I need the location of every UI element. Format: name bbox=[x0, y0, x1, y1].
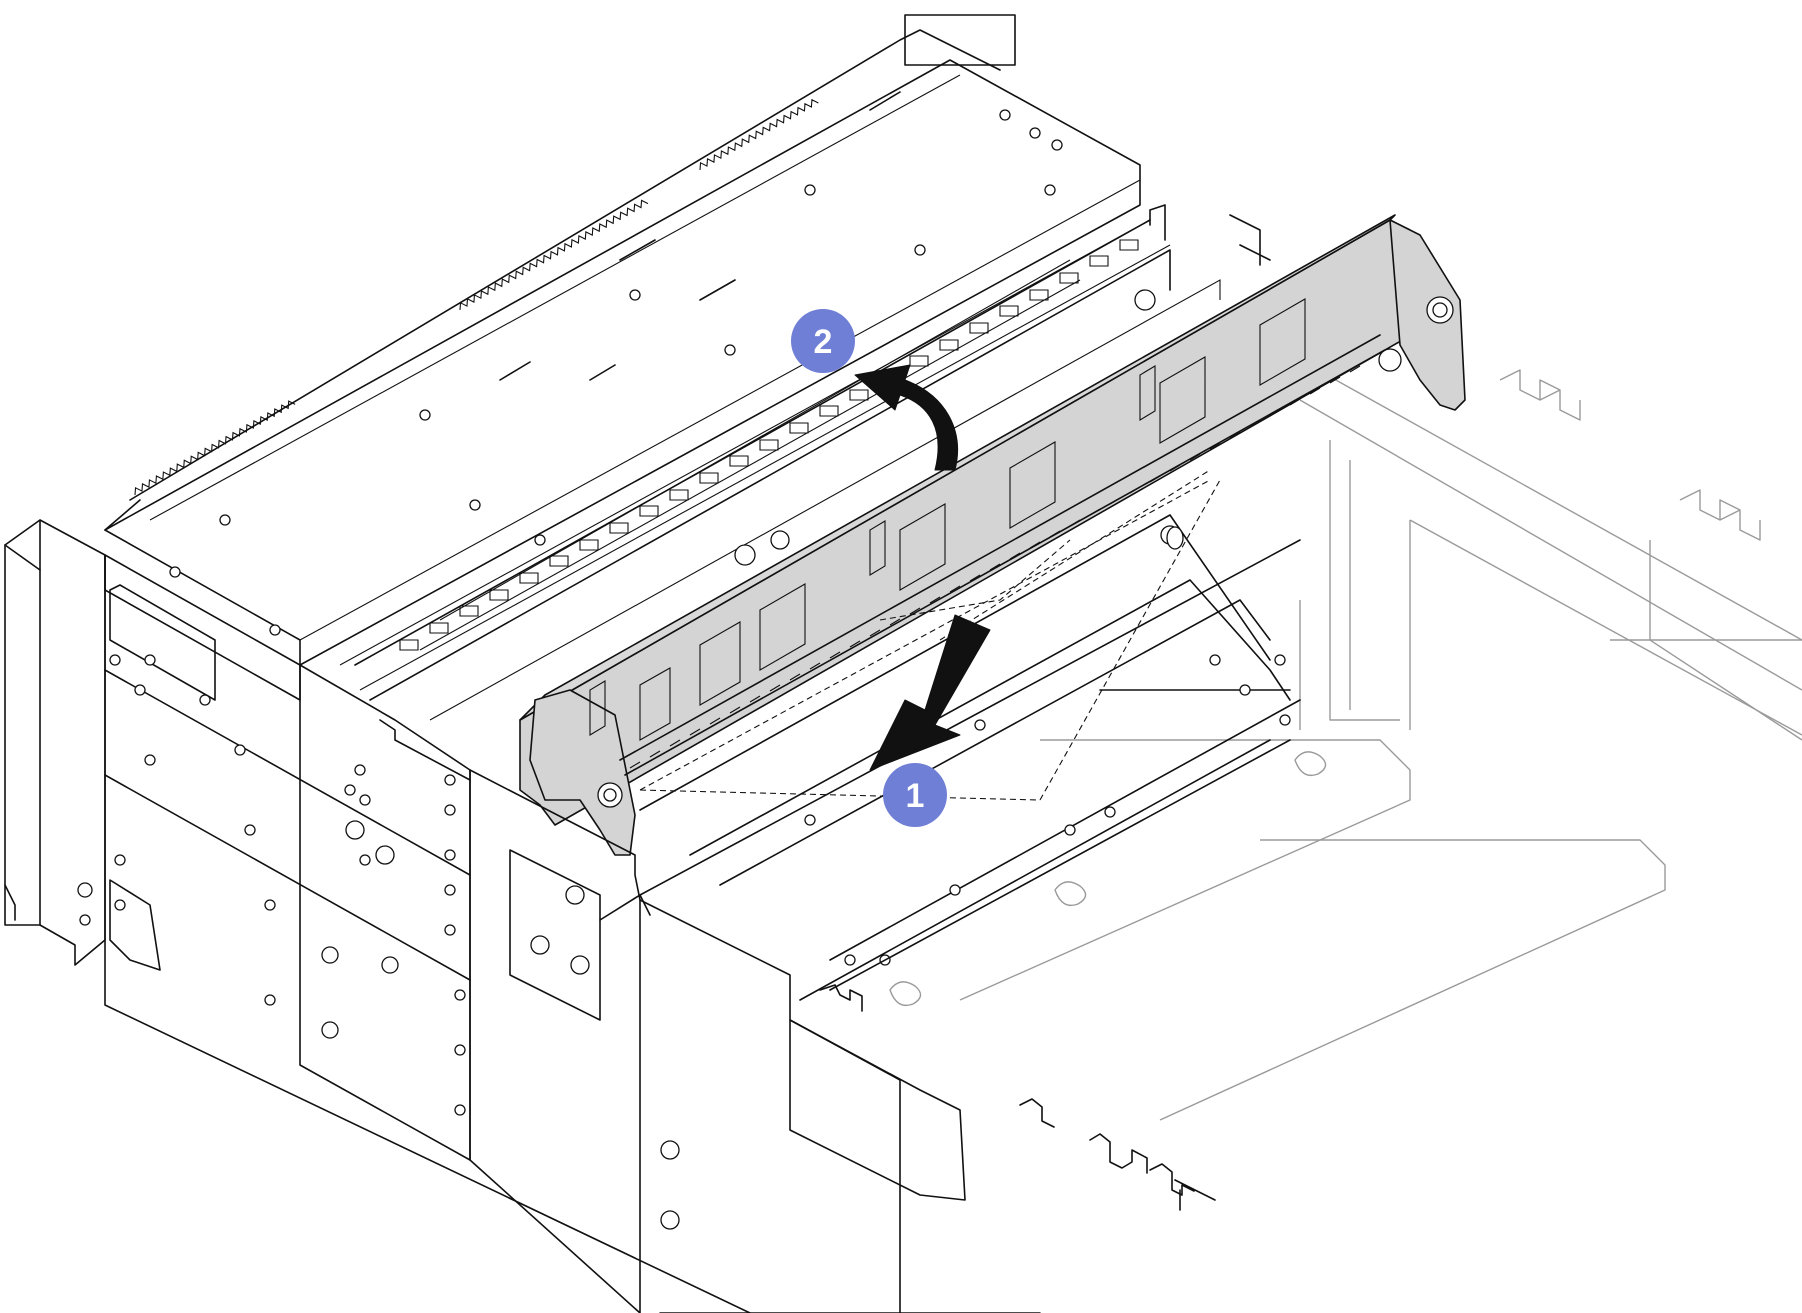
top-tray bbox=[104, 14, 1171, 691]
chassis-floor bbox=[599, 469, 1301, 1001]
drive-backplane bbox=[519, 214, 1466, 856]
callout-1: 1 bbox=[883, 763, 947, 827]
rail-clips bbox=[819, 984, 1216, 1211]
rotate-arrow-icon bbox=[854, 364, 959, 471]
front-bezel bbox=[4, 519, 301, 966]
tray-screws bbox=[169, 109, 1063, 636]
callout-2: 2 bbox=[791, 309, 855, 373]
backplane-slots bbox=[589, 298, 1306, 741]
callout-1-label: 1 bbox=[906, 777, 925, 815]
arrow-down-icon bbox=[869, 614, 991, 771]
chassis-front-wall bbox=[299, 664, 1041, 1313]
chassis-interior-faint bbox=[889, 359, 1802, 1121]
callout-2-label: 2 bbox=[814, 323, 833, 361]
chassis-left-wall bbox=[77, 554, 751, 1313]
vent-teeth bbox=[134, 98, 819, 496]
cage-interior bbox=[354, 204, 1271, 721]
